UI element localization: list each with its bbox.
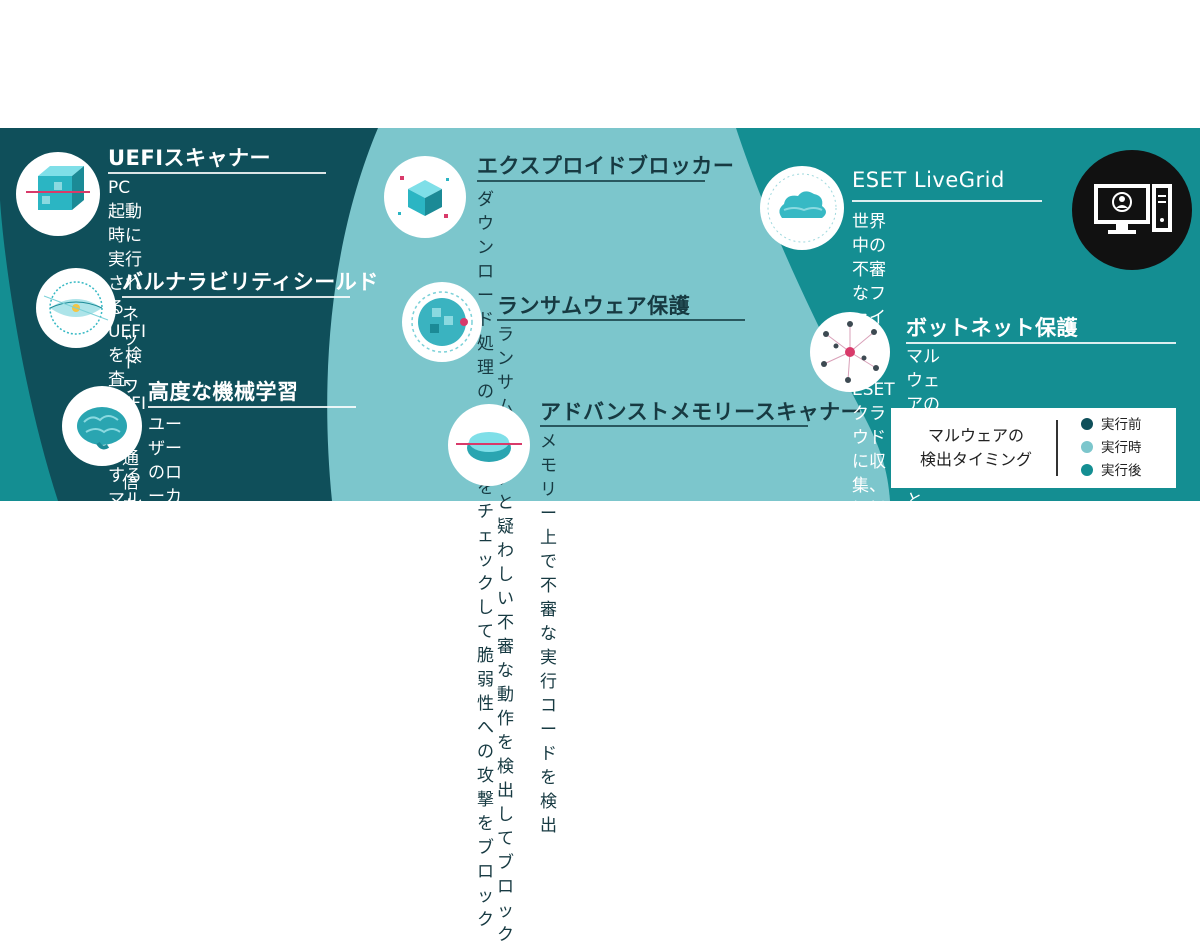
legend-label: 実行後 [1101,463,1142,479]
uefi-chip-icon [16,152,100,236]
memory-scan-icon [448,404,530,486]
legend-dot [1081,418,1093,430]
feature-description: 世界中の不審なファイル をESETクラウドに収 集、解析して検出に利用 [852,212,895,616]
botnet-icon [810,312,890,392]
title-underline [497,319,745,321]
legend-dot [1081,441,1093,453]
feature-title: 高度な機械学習 [148,380,299,404]
feature-description: ユーザーのローカル環境で機械 学習による解析を実施、未知の マルウェアを迅速に検… [148,415,182,915]
legend: マルウェアの 検出タイミング 実行前 実行時 実行後 [891,408,1176,488]
legend-item-during: 実行時 [1081,439,1142,457]
feature-title: エクスプロイドブロッカー [477,154,735,178]
legend-label: 実行時 [1101,440,1142,456]
title-underline [477,180,705,182]
legend-item-after: 実行後 [1081,462,1142,480]
title-underline [540,425,808,427]
brain-icon [62,386,142,466]
legend-label: 実行前 [1101,417,1142,433]
title-underline [108,172,326,174]
title-underline [906,342,1176,344]
feature-title: ボットネット保護 [906,316,1078,340]
computer-user-icon [1072,150,1192,270]
legend-dot [1081,464,1093,476]
title-underline [852,200,1042,202]
feature-title: バルナラビリティシールド [122,270,379,294]
title-underline [122,296,350,298]
detection-timing-diagram: UEFIスキャナー PC起動時に実行される UEFIを検査、UEFIに感染 する… [0,128,1200,945]
feature-title: ランサムウェア保護 [497,294,691,318]
cube-blocker-icon [384,156,466,238]
feature-description: メモリー上で不審な実行コードを 検出 [540,432,557,836]
feature-title: アドバンストメモリースキャナー [540,400,863,424]
title-underline [148,406,356,408]
feature-description: ダウンロード処理の不整合を チェックして脆弱性への攻撃 をブロック [477,190,494,930]
legend-divider [1056,420,1058,476]
network-shield-icon [36,268,116,348]
ransomware-sphere-icon [402,282,482,362]
feature-title: ESET LiveGrid [852,168,1005,192]
legend-item-before: 実行前 [1081,416,1142,434]
cloud-grid-icon [760,166,844,250]
legend-title: マルウェアの 検出タイミング [919,426,1032,469]
feature-title: UEFIスキャナー [108,146,272,170]
